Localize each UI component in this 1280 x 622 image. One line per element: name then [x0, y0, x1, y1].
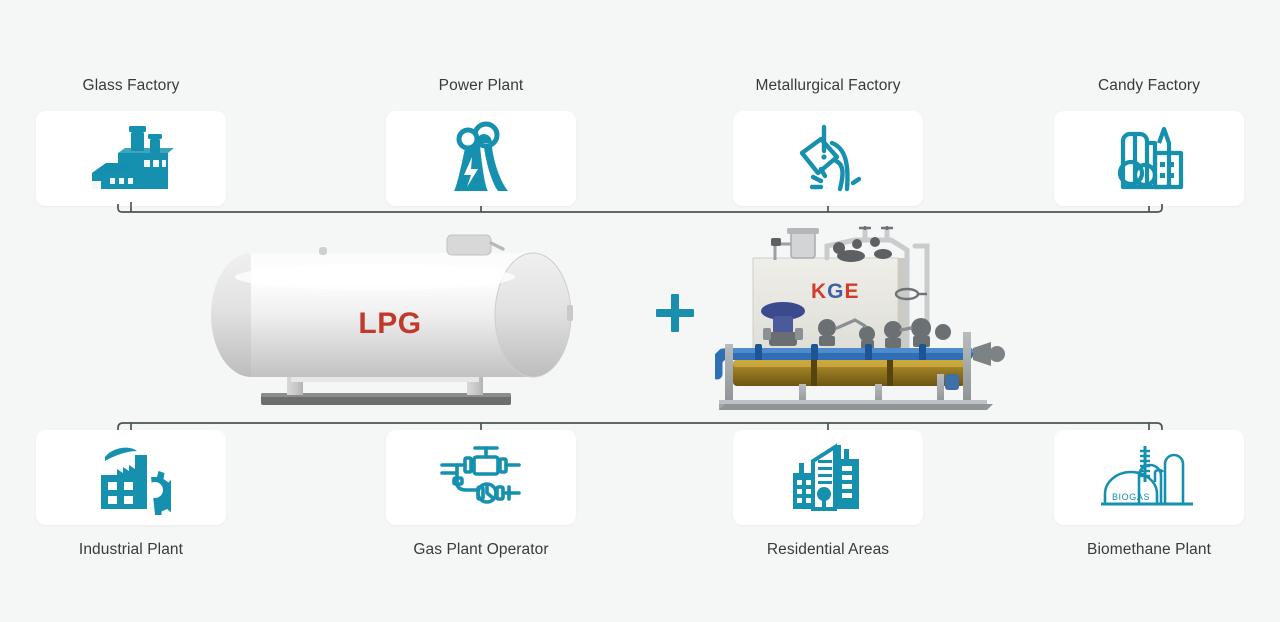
kge-letter-e: E	[844, 280, 860, 303]
lpg-tank-label: LPG	[358, 307, 422, 340]
card-candy-factory[interactable]	[1054, 111, 1244, 206]
glass-factory-icon	[88, 123, 174, 195]
card-power-plant[interactable]	[386, 111, 576, 206]
bottom-label-industrial-plant: Industrial Plant	[78, 541, 184, 558]
biomethane-plant-icon: BIOGAS	[1099, 442, 1199, 514]
card-industrial-plant[interactable]	[36, 430, 226, 525]
bottom-label-biomethane-plant: Biomethane Plant	[1087, 541, 1211, 558]
kge-brand-label: KGE	[811, 280, 860, 304]
card-gas-plant-operator[interactable]	[386, 430, 576, 525]
top-label-candy-factory: Candy Factory	[1097, 77, 1201, 94]
card-glass-factory[interactable]	[36, 111, 226, 206]
kge-letter-k: K	[811, 280, 828, 303]
lpg-vaporizer-skid: KGE	[711, 224, 1010, 418]
card-residential-areas[interactable]	[733, 430, 923, 525]
top-label-power-plant: Power Plant	[438, 77, 524, 94]
plus-symbol	[652, 290, 698, 336]
power-plant-icon	[444, 121, 518, 197]
residential-areas-icon	[789, 441, 867, 515]
top-label-glass-factory: Glass Factory	[82, 77, 180, 94]
svg-text:BIOGAS: BIOGAS	[1112, 492, 1150, 502]
kge-letter-g: G	[827, 280, 845, 303]
card-metallurgical-factory[interactable]	[733, 111, 923, 206]
metallurgical-factory-icon	[791, 121, 865, 197]
bottom-label-gas-plant-operator: Gas Plant Operator	[413, 541, 549, 558]
gas-plant-operator-icon	[439, 442, 523, 514]
candy-factory-icon	[1111, 121, 1187, 197]
bottom-label-residential-areas: Residential Areas	[766, 541, 890, 558]
card-biomethane-plant[interactable]: BIOGAS	[1054, 430, 1244, 525]
top-label-metallurgical-factory: Metallurgical Factory	[755, 77, 901, 94]
lpg-storage-tank: LPG	[195, 225, 585, 420]
industrial-plant-icon	[91, 441, 171, 515]
